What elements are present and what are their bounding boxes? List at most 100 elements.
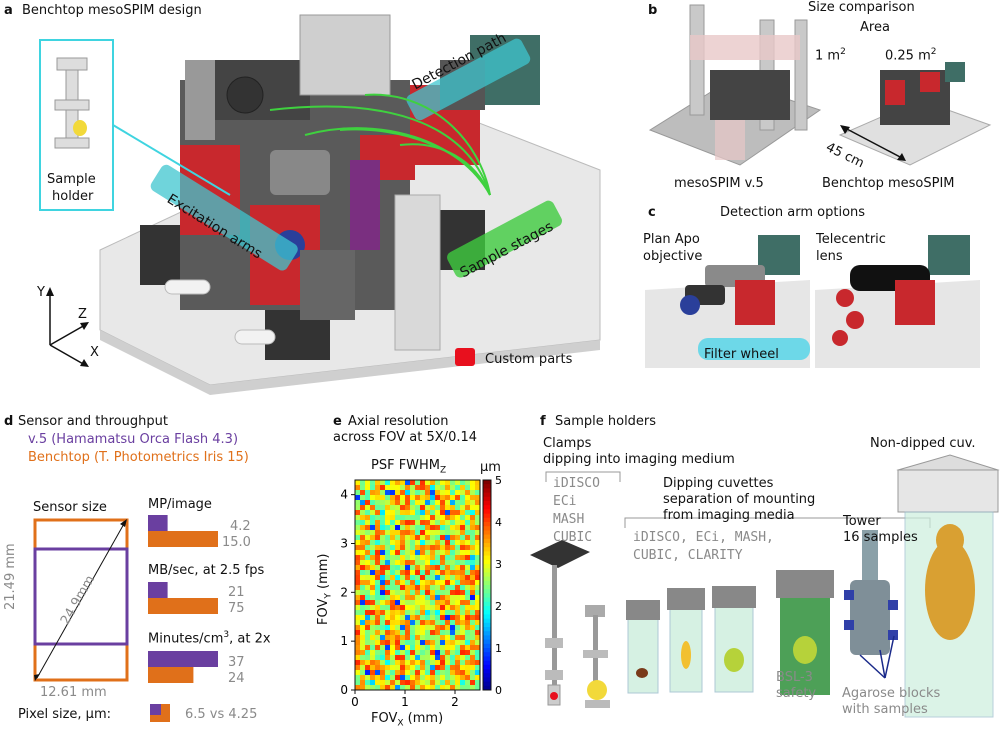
heatmap-cell: [410, 480, 415, 485]
heatmap-cell: [475, 605, 480, 610]
heatmap-cell: [475, 650, 480, 655]
heatmap-cell: [470, 550, 475, 555]
heatmap-cell: [395, 530, 400, 535]
heatmap-cell: [475, 480, 480, 485]
heatmap-cell: [460, 660, 465, 665]
heatmap-cell: [425, 485, 430, 490]
heatmap-cell: [460, 585, 465, 590]
heatmap-cell: [385, 555, 390, 560]
heatmap-cell: [375, 660, 380, 665]
heatmap-cell: [415, 670, 420, 675]
heatmap-cell: [375, 590, 380, 595]
heatmap-cell: [470, 575, 475, 580]
colorbar-unit: μm: [480, 460, 501, 475]
heatmap-cell: [360, 485, 365, 490]
heatmap-cell: [435, 590, 440, 595]
colorbar-segment: [483, 614, 491, 620]
heatmap-cell: [465, 580, 470, 585]
heatmap-cell: [440, 570, 445, 575]
heatmap-cell: [420, 485, 425, 490]
heatmap-cell: [440, 565, 445, 570]
heatmap-cell: [475, 615, 480, 620]
heatmap-cell: [385, 605, 390, 610]
heatmap-cell: [425, 540, 430, 545]
heatmap-cell: [445, 540, 450, 545]
heatmap-cell: [355, 485, 360, 490]
heatmap-cell: [450, 575, 455, 580]
heatmap-cell: [415, 655, 420, 660]
heatmap-cell: [455, 550, 460, 555]
heatmap-cell: [420, 555, 425, 560]
heatmap-cell: [465, 595, 470, 600]
axis-x-label: X: [90, 345, 99, 360]
heatmap-cell: [395, 520, 400, 525]
heatmap-cell: [430, 560, 435, 565]
heatmap-cell: [420, 480, 425, 485]
heatmap-cell: [380, 590, 385, 595]
heatmap-cell: [465, 665, 470, 670]
heatmap-cell: [455, 655, 460, 660]
heatmap-cell: [355, 490, 360, 495]
heatmap-cell: [465, 490, 470, 495]
heatmap-cell: [370, 595, 375, 600]
heatmap-cell: [445, 585, 450, 590]
heatmap-cell: [355, 580, 360, 585]
heatmap-cell: [370, 510, 375, 515]
heatmap-cell: [405, 575, 410, 580]
pixel-size-icon: [150, 704, 170, 722]
clamps-label-1: Clamps: [543, 436, 592, 451]
heatmap-cell: [395, 565, 400, 570]
heatmap-cell: [465, 545, 470, 550]
heatmap-cell: [400, 590, 405, 595]
heatmap-ylabel: FOVY (mm): [316, 553, 334, 625]
heatmap-cell: [355, 610, 360, 615]
heatmap-cell: [410, 590, 415, 595]
heatmap-cell: [405, 600, 410, 605]
heatmap-cell: [435, 515, 440, 520]
heatmap-cell: [360, 535, 365, 540]
heatmap-cell: [465, 605, 470, 610]
heatmap-cell: [450, 630, 455, 635]
heatmap-cell: [425, 605, 430, 610]
heatmap-cell: [415, 595, 420, 600]
heatmap-cell: [360, 480, 365, 485]
heatmap-cell: [450, 640, 455, 645]
heatmap-cell: [435, 520, 440, 525]
heatmap-cell: [460, 655, 465, 660]
heatmap-cell: [415, 610, 420, 615]
heatmap-cell: [355, 620, 360, 625]
heatmap-cell: [420, 495, 425, 500]
heatmap-cell: [380, 615, 385, 620]
heatmap-cell: [400, 685, 405, 690]
heatmap-cell: [360, 525, 365, 530]
plan-apo-label-2: objective: [643, 249, 703, 264]
heatmap-cell: [360, 610, 365, 615]
heatmap-cell: [365, 585, 370, 590]
heatmap-cell: [470, 590, 475, 595]
heatmap-cell: [470, 660, 475, 665]
heatmap-cell: [460, 650, 465, 655]
heatmap-cell: [430, 550, 435, 555]
heatmap-cell: [365, 655, 370, 660]
heatmap-cell: [390, 675, 395, 680]
heatmap-cell: [365, 510, 370, 515]
heatmap-cell: [430, 575, 435, 580]
heatmap-cell: [410, 655, 415, 660]
heatmap-cell: [465, 560, 470, 565]
heatmap-cell: [455, 515, 460, 520]
heatmap-cell: [410, 540, 415, 545]
heatmap-cell: [465, 640, 470, 645]
heatmap-cell: [405, 495, 410, 500]
metric-0-benchtop-bar: [148, 531, 218, 547]
heatmap-cell: [380, 525, 385, 530]
heatmap-cell: [415, 680, 420, 685]
heatmap-cell: [450, 605, 455, 610]
heatmap-cell: [400, 550, 405, 555]
heatmap-cell: [370, 620, 375, 625]
heatmap-cell: [360, 550, 365, 555]
heatmap-cell: [445, 550, 450, 555]
agarose-label-2: with samples: [842, 702, 928, 717]
colorbar-segment: [483, 643, 491, 649]
heatmap-cell: [370, 555, 375, 560]
heatmap-cell: [410, 680, 415, 685]
